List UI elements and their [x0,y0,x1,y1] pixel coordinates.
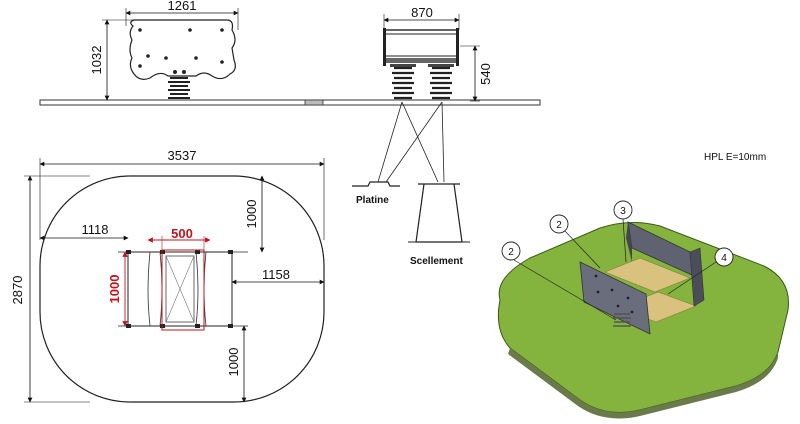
label-scellement: Scellement [410,256,463,267]
callout-label: 4 [721,253,727,264]
detail-leaders [377,101,445,183]
side-panel-right [689,247,705,307]
equipment-top-view [118,250,248,328]
dim-plan-top: 1000 [244,200,259,229]
callout-4: 4 [667,247,734,295]
callout-label: 3 [620,206,626,217]
isometric-view: 2 3 4 2 [497,200,789,419]
bolt [164,56,168,60]
callout-3: 3 [613,200,633,263]
bolt [188,28,192,32]
front-elevation: 870 540 [377,5,493,183]
spring-left [392,66,414,100]
material-note: HPL E=10mm [704,152,766,163]
spring [168,77,190,99]
dim-side-width: 1261 [168,0,197,13]
dim-front-width: 870 [411,5,433,20]
side-elevation: 1261 1032 [39,0,541,106]
bolt [173,70,177,74]
bolt [220,60,224,64]
dim-plan-bottom: 1000 [226,348,241,377]
front-panel [579,261,651,335]
callout-2-top: 2 [549,214,601,269]
bolt [182,70,186,74]
callout-label: 2 [556,220,562,231]
side-panel-silhouette [129,19,236,80]
dim-seat-width: 500 [171,226,193,241]
bolt [138,28,142,32]
label-platine: Platine [356,195,389,206]
dim-plan-left: 1118 [82,222,109,237]
bolt [146,54,150,58]
dim-plan-width: 3537 [168,148,197,163]
dim-plan-height: 2870 [10,276,25,305]
bolt [220,28,224,32]
bolt [194,56,198,60]
seat-footprint: 500 1000 [107,226,211,331]
bolt [138,64,142,68]
callout-2-left: 2 [501,241,617,321]
platine-detail: Platine [352,181,400,206]
spring-right [430,66,452,100]
scellement-detail: Scellement [408,183,470,267]
spring-iso [613,313,631,327]
seat-base [384,58,458,63]
seat-board [604,257,691,293]
dim-front-height: 540 [478,63,493,85]
dim-side-height: 1032 [89,46,104,75]
plan-view: 3537 2870 1118 1000 1158 1000 [10,148,325,403]
ground-plate [39,99,541,106]
dim-plan-right: 1158 [262,267,290,282]
callout-label: 2 [508,247,514,258]
ground-joint [304,99,324,106]
dim-seat-length: 1000 [107,275,122,304]
